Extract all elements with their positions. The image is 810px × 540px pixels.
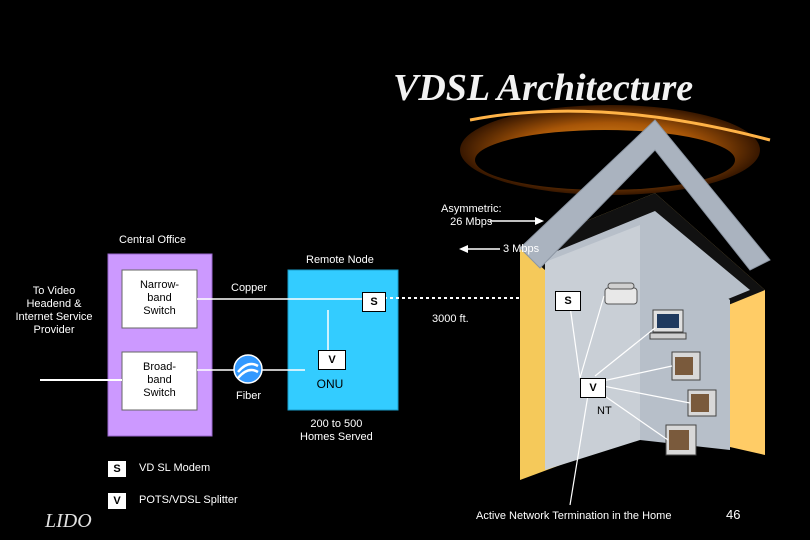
homes-served-line-1: 200 to 500: [310, 418, 363, 430]
onu-label: ONU: [316, 377, 344, 391]
asymmetric-label: Asymmetric: 26 Mbps: [441, 203, 502, 229]
fiber-label: Fiber: [236, 390, 262, 402]
broadband-line-2: band: [147, 374, 172, 386]
remote-vdsl-modem-box: S: [362, 292, 386, 312]
broadband-line-1: Broad-: [142, 361, 177, 373]
downstream-arrow: [490, 217, 544, 225]
homes-served-label: 200 to 500 Homes Served: [300, 418, 373, 444]
home-caption: Active Network Termination in the Home: [476, 510, 672, 522]
asymmetric-text: Asymmetric:: [441, 203, 502, 215]
page-title: VDSL Architecture: [393, 67, 694, 109]
broadband-switch-label: Broad- band Switch: [122, 361, 197, 400]
footer-logo: LIDO: [45, 510, 92, 532]
page-number: 46: [726, 507, 741, 522]
narrowband-line-1: Narrow-: [139, 279, 180, 291]
narrowband-line-2: band: [147, 292, 172, 304]
video-line-1: To Video: [32, 285, 76, 297]
downstream-rate: 26 Mbps: [450, 216, 493, 228]
narrowband-switch-box: [121, 269, 198, 329]
central-office-label: Central Office: [119, 234, 187, 246]
phone-icon: [604, 282, 638, 305]
narrowband-switch-label: Narrow- band Switch: [122, 279, 197, 318]
legend-v-box: V: [107, 492, 127, 510]
legend-s-box: S: [107, 460, 127, 478]
video-headend-label: To Video Headend & Internet Service Prov…: [4, 285, 104, 337]
copper-label: Copper: [231, 282, 268, 294]
narrowband-line-3: Switch: [143, 305, 176, 317]
computer-icon: [649, 309, 687, 340]
tv-icon-1: [671, 351, 701, 381]
remote-node-label: Remote Node: [306, 254, 374, 266]
broadband-switch-box: [121, 351, 198, 411]
upstream-rate: 3 Mbps: [503, 243, 540, 255]
home-wiring: [569, 295, 691, 506]
video-line-3: Internet Service: [15, 311, 93, 323]
video-line-4: Provider: [33, 324, 75, 336]
legend-s-text: VD SL Modem: [139, 462, 211, 474]
homes-served-line-2: Homes Served: [300, 431, 373, 443]
distance-label: 3000 ft.: [432, 313, 469, 325]
legend-v-text: POTS/VDSL Splitter: [139, 494, 238, 506]
nt-label: NT: [597, 405, 612, 417]
home-splitter-box: V: [580, 378, 606, 398]
video-line-2: Headend &: [26, 298, 82, 310]
broadband-line-3: Switch: [143, 387, 176, 399]
remote-splitter-box: V: [318, 350, 346, 370]
home-vdsl-modem-box: S: [555, 291, 581, 311]
tv-icon-2: [687, 389, 717, 417]
upstream-arrow: [459, 245, 500, 253]
fiber-icon: [233, 354, 263, 384]
tv-icon-3: [665, 424, 697, 456]
